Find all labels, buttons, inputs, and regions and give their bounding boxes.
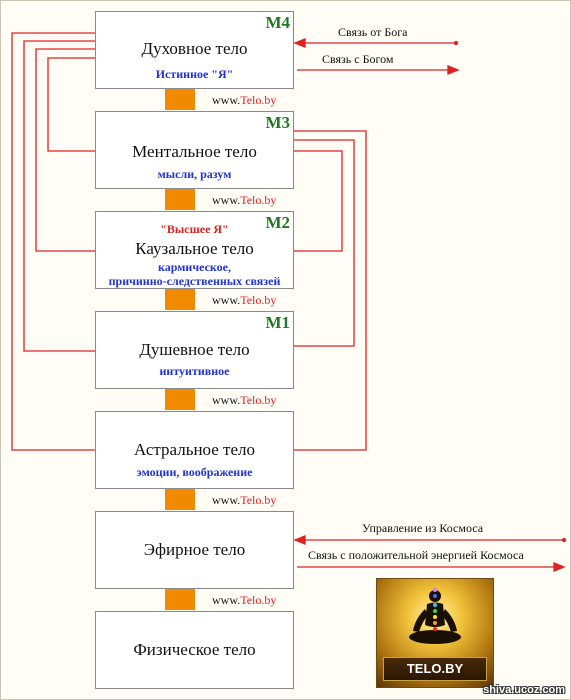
site-label-2: www.Telo.by: [212, 193, 277, 207]
label-from-cosmos: Управление из Космоса: [362, 521, 484, 535]
connector-5: [165, 489, 195, 510]
box-title: Душевное тело: [139, 340, 250, 359]
label-from-god: Связь от Бога: [338, 25, 408, 39]
box-subtitle: мысли, разум: [157, 167, 232, 181]
box-mental-body: М3 Ментальное тело мысли, разум: [95, 111, 294, 189]
site-label-5: www.Telo.by: [212, 493, 277, 507]
box-causal-body: М2 "Высшее Я" Каузальное тело кармическо…: [95, 211, 294, 289]
connector-4: [165, 389, 195, 410]
wire-spirit-to-soul: [23, 40, 95, 352]
m-label: М2: [265, 213, 290, 232]
site-label-1: www.Telo.by: [212, 93, 277, 107]
box-title: Ментальное тело: [132, 142, 257, 161]
box-subtitle: эмоции, воображение: [136, 465, 253, 479]
site-label-6: www.Telo.by: [212, 593, 277, 607]
wire-mental-to-astral: [294, 130, 367, 451]
site-label-4: www.Telo.by: [212, 393, 277, 407]
box-title: Физическое тело: [133, 640, 256, 659]
box-subtitle: Истинное "Я": [155, 67, 234, 81]
wire-spirit-to-causal: [35, 48, 95, 252]
logo-caption: TELO.BY: [383, 657, 487, 681]
box-soul-body: М1 Душевное тело интуитивное: [95, 311, 294, 389]
telo-by-logo: TELO.BY: [376, 578, 494, 688]
box-physical-body: Физическое тело: [95, 611, 294, 689]
box-subtitle: кармическое,: [158, 260, 231, 274]
box-subtitle: интуитивное: [159, 364, 230, 378]
wire-mental-to-causal: [294, 150, 343, 252]
wire-spirit-to-astral: [11, 32, 95, 451]
m-label: М1: [265, 313, 290, 332]
box-subtitle-2: причинно-следственных связей: [108, 274, 281, 288]
label-to-god: Связь с Богом: [322, 52, 394, 66]
box-title: Духовное тело: [141, 39, 248, 58]
box-title: Эфирное тело: [143, 540, 246, 559]
box-above-label: "Высшее Я": [160, 222, 229, 236]
connector-3: [165, 289, 195, 310]
site-label-3: www.Telo.by: [212, 293, 277, 307]
meditating-figure-icon: [409, 588, 461, 644]
box-astral-body: Астральное тело эмоции, воображение: [95, 411, 294, 489]
box-spiritual-body: М4 Духовное тело Истинное "Я": [95, 11, 294, 89]
connector-2: [165, 189, 195, 210]
m-label: М4: [265, 13, 290, 32]
wire-mental-to-soul: [294, 139, 355, 347]
label-to-cosmos: Связь с положительной энергией Космоса: [308, 548, 524, 562]
watermark: shiva.ucoz.com: [483, 684, 565, 696]
box-title: Астральное тело: [133, 440, 256, 459]
box-etheric-body: Эфирное тело: [95, 511, 294, 589]
connector-6: [165, 589, 195, 610]
wire-spirit-to-mental: [47, 57, 95, 152]
connector-1: [165, 89, 195, 110]
box-title: Каузальное тело: [135, 239, 254, 258]
m-label: М3: [265, 113, 290, 132]
